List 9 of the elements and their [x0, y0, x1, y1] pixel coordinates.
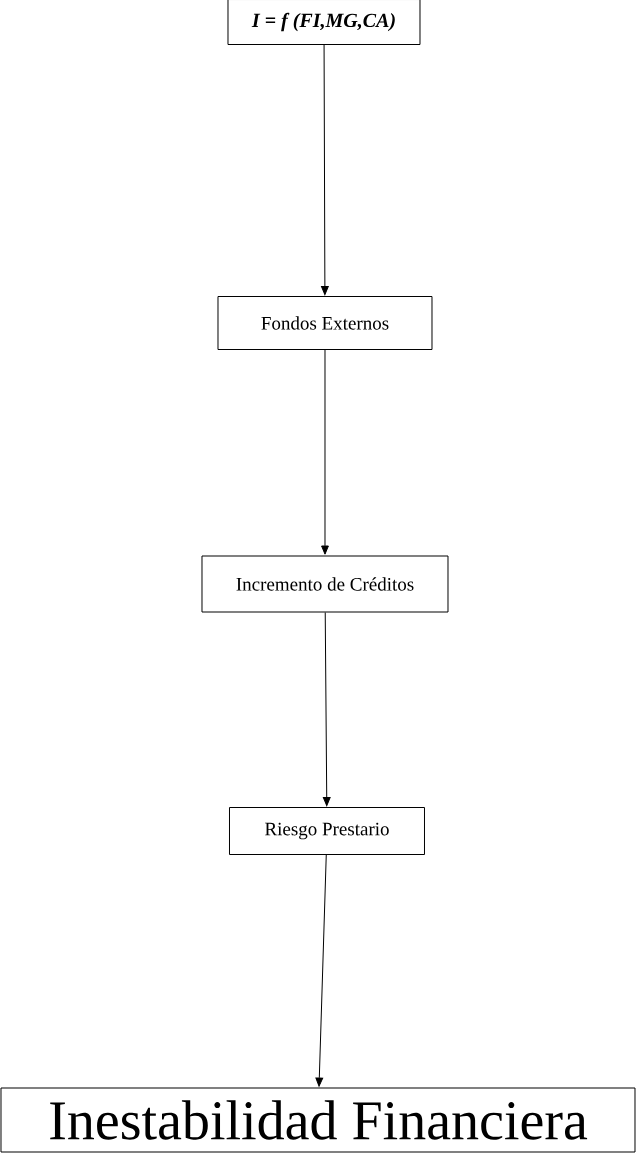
arrow: [321, 349, 329, 555]
process-box: I = f (FI,MG,CA): [227, 0, 421, 45]
arrow: [321, 44, 329, 296]
process-box: Inestabilidad Financiera: [0, 1087, 636, 1153]
process-box: Riesgo Prestario: [229, 807, 425, 855]
process-box: Fondos Externos: [217, 296, 433, 350]
arrow: [315, 854, 327, 1087]
process-box: Incremento de Créditos: [201, 555, 449, 613]
arrow: [322, 612, 331, 807]
